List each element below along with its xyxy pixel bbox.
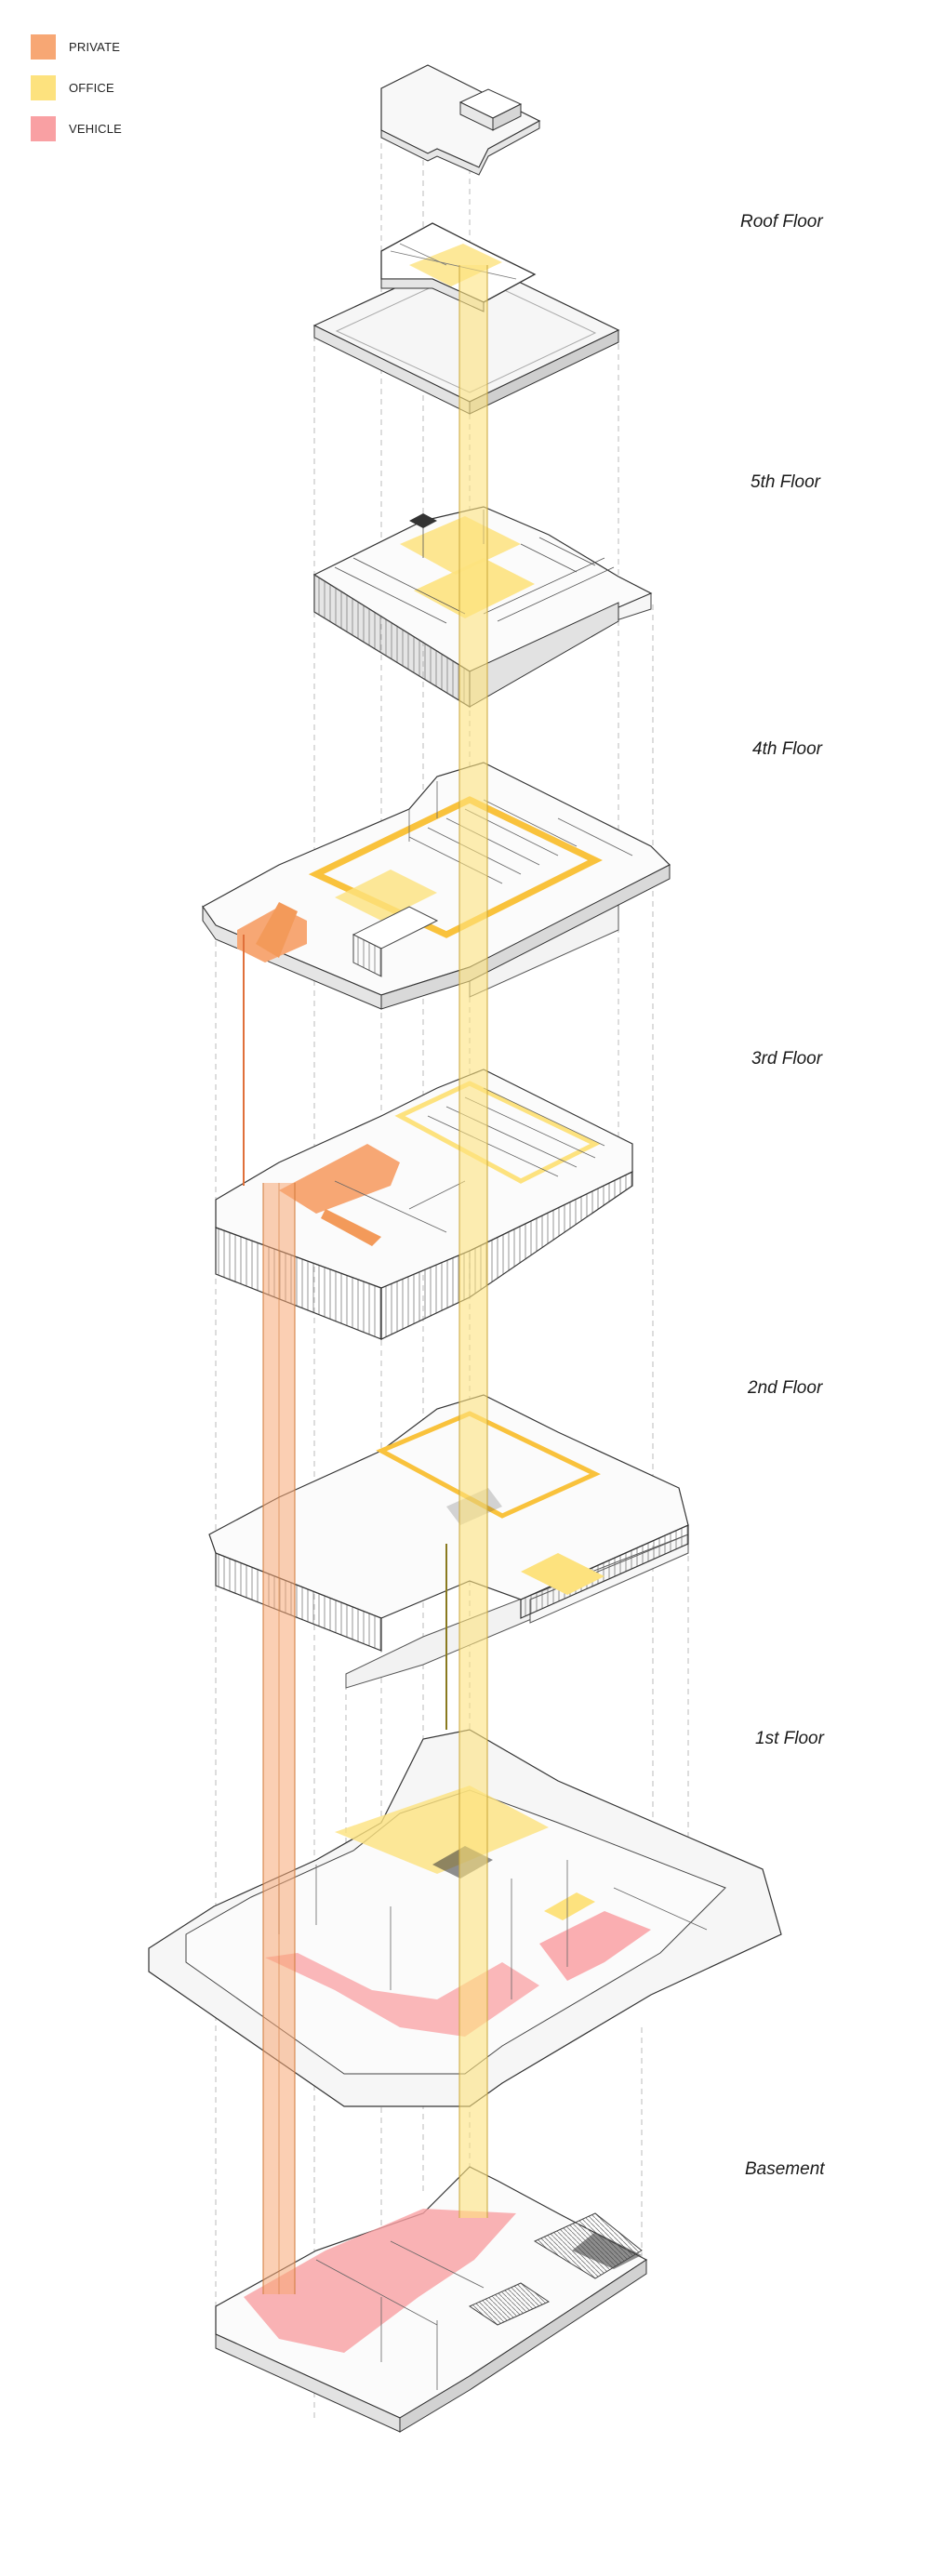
floor-label-3rd: 3rd Floor	[751, 1049, 823, 1069]
floor-label-roof: Roof Floor	[740, 212, 823, 232]
floor-2	[208, 1394, 689, 1730]
floor-label-4th: 4th Floor	[752, 739, 822, 759]
private-core-column	[262, 1183, 296, 2294]
legend-item-private: PRIVATE	[31, 33, 122, 60]
floor-label-5th: 5th Floor	[751, 472, 820, 492]
floor-label-basement: Basement	[745, 2159, 825, 2179]
legend: PRIVATE OFFICE VEHICLE	[31, 33, 122, 155]
legend-swatch-vehicle	[31, 115, 56, 141]
legend-item-vehicle: VEHICLE	[31, 114, 122, 142]
floor-label-2nd: 2nd Floor	[748, 1378, 823, 1398]
floor-basement	[215, 2166, 648, 2433]
legend-swatch-private	[31, 33, 56, 60]
office-core-column	[458, 265, 488, 2218]
floor-label-1st: 1st Floor	[755, 1729, 824, 1748]
legend-label-office: OFFICE	[69, 80, 114, 95]
legend-label-private: PRIVATE	[69, 39, 121, 54]
legend-item-office: OFFICE	[31, 73, 122, 101]
legend-swatch-office	[31, 74, 56, 100]
floor-4	[202, 762, 671, 1010]
legend-label-vehicle: VEHICLE	[69, 121, 123, 136]
roof-top	[380, 64, 541, 176]
